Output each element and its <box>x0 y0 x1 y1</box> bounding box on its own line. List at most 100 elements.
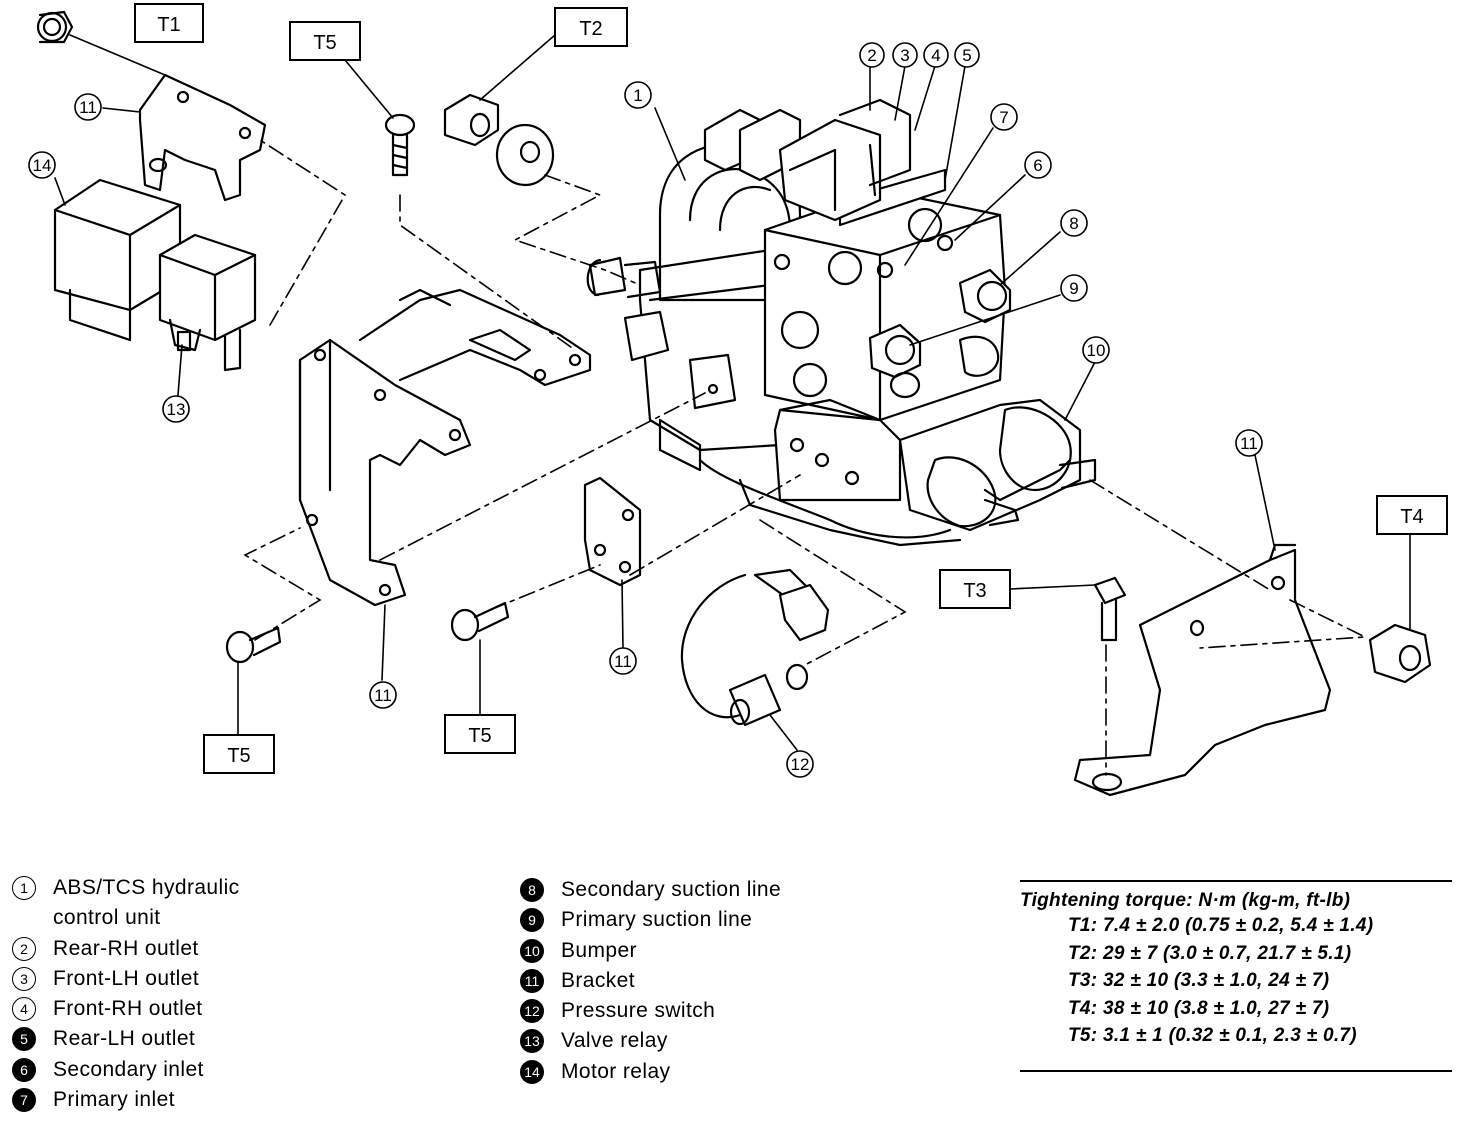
callout-9: 9 <box>1060 274 1088 302</box>
svg-text:T4: T4 <box>1400 506 1423 528</box>
svg-text:11: 11 <box>614 652 632 671</box>
nut-t4 <box>1368 623 1432 684</box>
callout-10: 10 <box>1082 336 1110 364</box>
bolt-t5-mid <box>450 601 510 642</box>
legend-item: 2 Rear-RH outlet <box>12 934 240 964</box>
svg-text:6: 6 <box>1033 156 1042 175</box>
legend-number-badge: 7 <box>12 1088 36 1113</box>
torque-box-t3: T3 <box>939 569 1011 609</box>
torque-box-t5-top: T5 <box>289 21 361 61</box>
legend-item: 10 Bumper <box>520 936 781 966</box>
legend-number-badge: 12 <box>520 999 544 1024</box>
legend-number-badge: 1 <box>12 876 36 900</box>
washer <box>495 123 555 187</box>
legend-number-badge: 2 <box>12 936 36 961</box>
legend-number-badge: 3 <box>12 966 36 991</box>
nut-t1 <box>36 10 74 44</box>
bolt-t5-top <box>384 113 416 177</box>
mount-bracket <box>1073 543 1332 797</box>
legend-number-badge: 14 <box>520 1059 544 1084</box>
legend-number-badge: 11 <box>520 968 544 993</box>
callout-14: 14 <box>28 151 56 179</box>
svg-text:T5: T5 <box>227 745 250 767</box>
callout-3: 3 <box>892 42 918 68</box>
torque-row: T5: 3.1 ± 1 (0.32 ± 0.1, 2.3 ± 0.7) <box>1068 1025 1357 1046</box>
svg-text:T3: T3 <box>963 580 986 602</box>
legend-label: Rear-RH outlet <box>53 936 199 960</box>
torque-row: T4: 38 ± 10 (3.8 ± 1.0, 27 ± 7) <box>1068 997 1330 1019</box>
hydraulic-control-unit <box>586 98 1097 547</box>
pressure-switch <box>680 568 830 727</box>
callout-4: 4 <box>923 42 949 68</box>
callout-11-top-left: 11 <box>74 93 102 121</box>
svg-text:12: 12 <box>791 755 810 774</box>
svg-text:2: 2 <box>867 46 876 65</box>
legend-label: Motor relay <box>561 1059 671 1083</box>
main-bracket <box>298 288 592 607</box>
callout-2: 2 <box>859 42 885 68</box>
legend-item: 6 Secondary inlet <box>12 1055 240 1085</box>
legend-label: Front-RH outlet <box>53 997 203 1021</box>
legend-left: 1 ABS/TCS hydraulic control unit 2 Rear-RH … <box>12 873 240 1115</box>
legend-label: Rear-LH outlet <box>53 1027 196 1051</box>
callout-11-mid: 11 <box>609 647 637 675</box>
torque-specifications: Tightening torque: N·m (kg-m, ft-lb) T1:… <box>1020 880 1452 1050</box>
torque-title: Tightening torque: N·m (kg-m, ft-lb) <box>1020 890 1351 911</box>
callout-12: 12 <box>786 750 814 778</box>
svg-text:11: 11 <box>374 686 392 705</box>
svg-text:9: 9 <box>1069 279 1078 298</box>
torque-box-t1: T1 <box>134 3 204 43</box>
callout-11-right: 11 <box>1235 429 1263 457</box>
legend-label: Secondary inlet <box>53 1057 204 1081</box>
callout-8: 8 <box>1060 209 1088 237</box>
legend-label: Bracket <box>561 968 635 992</box>
legend-number-badge: 5 <box>12 1027 36 1052</box>
legend-number-badge: 6 <box>12 1057 36 1082</box>
motor-relay <box>53 178 182 342</box>
legend-number-badge: 13 <box>520 1029 544 1054</box>
callout-13: 13 <box>162 395 190 423</box>
svg-text:1: 1 <box>633 86 642 105</box>
legend-item: 1 ABS/TCS hydraulic control unit <box>12 873 240 934</box>
legend-label: Secondary suction line <box>561 878 782 901</box>
exploded-parts-diagram: T1 T5 T2 T5 T5 T3 T4 1 2 3 4 5 7 6 8 9 1… <box>28 3 1448 797</box>
svg-text:11: 11 <box>1240 434 1258 453</box>
legend-item: 4 Front-RH outlet <box>12 994 240 1024</box>
bolt-t3 <box>1093 576 1127 642</box>
legend-item: 13 Valve relay <box>520 1026 781 1056</box>
svg-text:11: 11 <box>79 98 97 117</box>
svg-text:4: 4 <box>931 46 940 65</box>
svg-text:8: 8 <box>1069 214 1078 233</box>
legend-item: 14 Motor relay <box>520 1057 781 1087</box>
legend-number-badge: 10 <box>520 938 544 963</box>
svg-text:T5: T5 <box>313 32 336 54</box>
relay-bracket <box>138 73 267 202</box>
torque-row: T2: 29 ± 7 (3.0 ± 0.7, 21.7 ± 5.1) <box>1068 942 1352 964</box>
callout-11-left: 11 <box>369 681 397 709</box>
callout-6: 6 <box>1024 151 1052 179</box>
legend-number-badge: 4 <box>12 997 36 1022</box>
legend-label: ABS/TCS hydraulic control unit <box>53 876 240 930</box>
torque-box-t5-mid: T5 <box>444 714 516 754</box>
valve-relay <box>158 233 257 372</box>
torque-row: T3: 32 ± 10 (3.3 ± 1.0, 24 ± 7) <box>1068 970 1330 991</box>
legend-label: Primary inlet <box>53 1088 175 1112</box>
callout-1: 1 <box>624 81 652 109</box>
legend-number-badge: 9 <box>520 908 544 933</box>
torque-table-rule <box>1020 1070 1452 1072</box>
svg-text:T2: T2 <box>579 18 602 40</box>
torque-box-t2: T2 <box>554 7 628 47</box>
svg-text:T1: T1 <box>157 14 180 36</box>
legend-label: Bumper <box>561 938 637 962</box>
callout-5: 5 <box>954 42 980 68</box>
svg-text:3: 3 <box>900 46 909 65</box>
torque-box-t4: T4 <box>1376 495 1448 535</box>
legend-label: Valve relay <box>561 1029 668 1053</box>
legend-item: 7 Primary inlet <box>12 1085 240 1115</box>
sensor-bracket <box>583 476 642 587</box>
svg-text:13: 13 <box>167 400 186 419</box>
